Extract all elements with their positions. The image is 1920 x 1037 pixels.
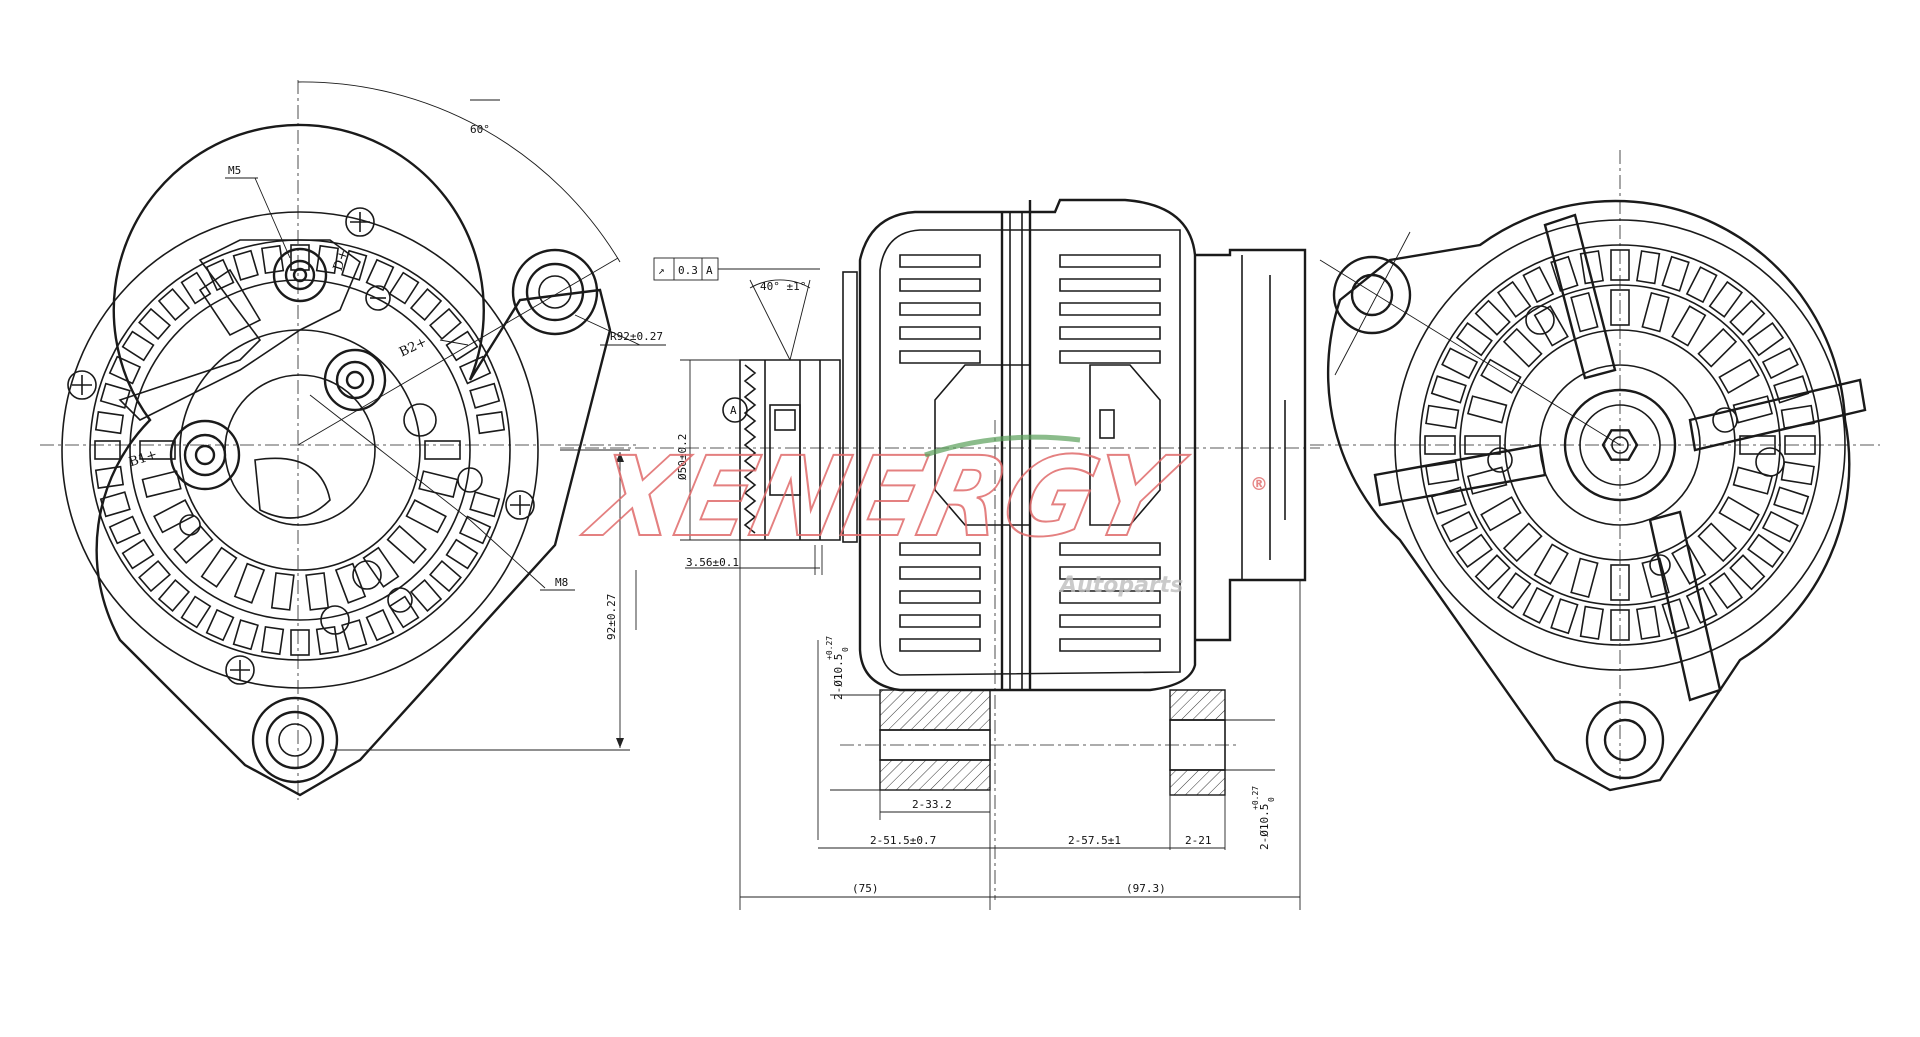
left-view-labels: M5 D+ B2+ B1+ M8 60° R92±0.27 92±0.27 [127,123,663,640]
vent-slots [94,244,506,656]
watermark-sub: Autoparts [1058,573,1183,598]
hole-left-tol: +0.27 [825,636,834,660]
brand-watermark: XENERGY Autoparts ® [574,433,1268,598]
dim-515-label: 2-51.5±0.7 [870,834,936,847]
b2-plus-label: B2+ [397,335,429,361]
hole-left-tol-zero: 0 [841,647,850,652]
b1-plus-label: B1+ [127,447,159,470]
runout-symbol: ↗ [658,264,665,277]
d-plus-label: D+ [331,248,352,273]
watermark-swoosh [924,434,1081,458]
hole-right-tol-zero: 0 [1267,797,1276,802]
vent-slots-front [1424,249,1816,641]
dim-973-label: (97.3) [1126,882,1166,895]
m5-label: M5 [228,164,241,177]
pulley-diameter-label: Ø50±0.2 [676,434,689,480]
radius-label: R92±0.27 [610,330,663,343]
side-view-labels: ↗ 0.3 A 40° ±1° Ø50±0.2 A 3.56±0.1 2-Ø10… [658,264,1276,895]
cooling-fins [899,254,1161,652]
datum-frame-label: A [706,264,713,277]
hole-right-tol: +0.27 [1251,786,1260,810]
rear-view [40,80,666,800]
dim-33-label: 2-33.2 [912,798,952,811]
angle-label: 60° [470,123,490,136]
hole-left-label: 2-Ø10.5 [832,654,845,700]
hole-right-label: 2-Ø10.5 [1258,804,1271,850]
watermark-reg: ® [1250,474,1268,495]
runout-value: 0.3 [678,264,698,277]
height-label: 92±0.27 [605,594,618,640]
dim-575-label: 2-57.5±1 [1068,834,1121,847]
pulley-offset-label: 3.56±0.1 [686,556,739,569]
dim-21-label: 2-21 [1185,834,1212,847]
watermark-brand: XENERGY [575,434,1195,562]
dim-75-label: (75) [852,882,879,895]
m8-label: M8 [555,576,568,589]
front-view [1310,150,1880,792]
datum-marker-label: A [730,404,737,417]
pulley-angle-label: 40° ±1° [760,280,806,293]
side-view [560,198,1320,910]
